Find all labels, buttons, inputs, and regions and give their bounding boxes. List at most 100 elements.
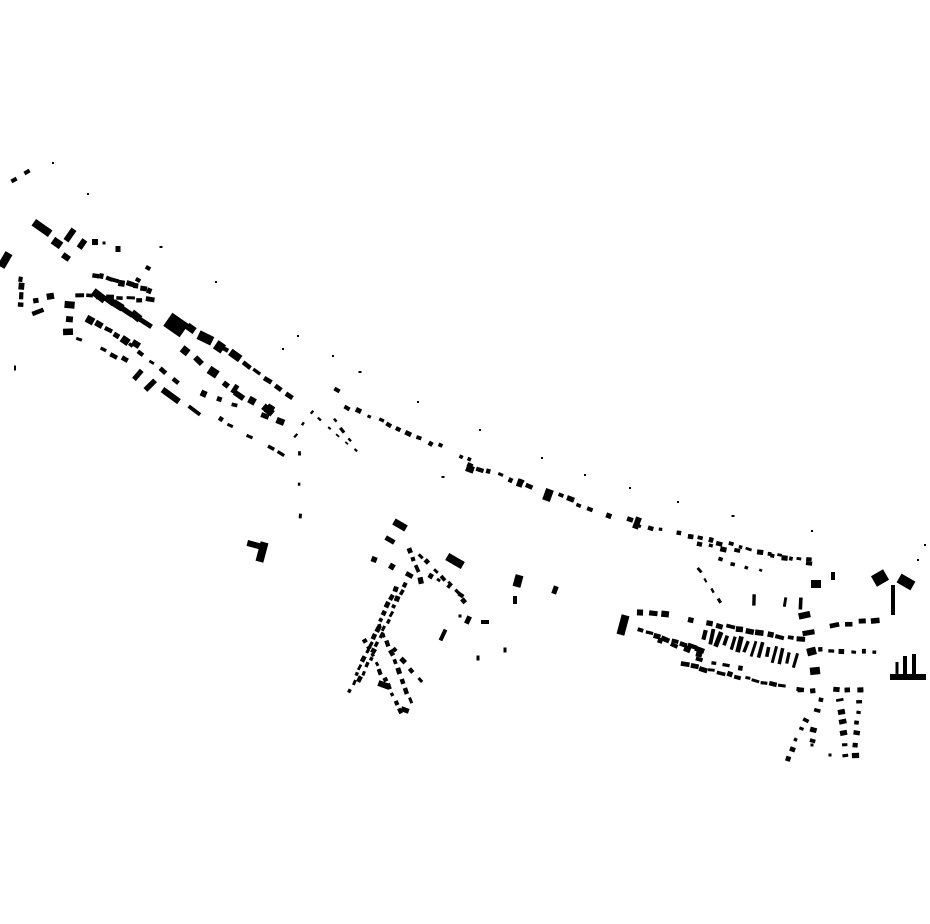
building — [384, 535, 396, 545]
building — [392, 658, 398, 665]
building — [14, 365, 16, 371]
building — [722, 662, 730, 668]
building — [361, 670, 366, 677]
building — [745, 675, 751, 680]
building — [65, 316, 74, 323]
building — [737, 665, 743, 671]
building — [856, 699, 863, 704]
building — [858, 618, 866, 624]
building — [399, 678, 406, 685]
building — [417, 676, 424, 684]
building — [87, 193, 89, 195]
building — [713, 631, 724, 648]
building — [725, 623, 736, 630]
building — [376, 668, 383, 676]
building — [401, 581, 408, 589]
building — [793, 737, 798, 742]
building — [136, 349, 145, 357]
building — [395, 667, 403, 675]
building — [626, 516, 634, 523]
building — [680, 661, 690, 668]
building — [297, 482, 301, 486]
building — [300, 421, 305, 426]
building — [660, 610, 670, 618]
building — [378, 417, 385, 423]
building — [158, 366, 168, 375]
building — [98, 272, 104, 280]
building — [335, 433, 340, 438]
building — [267, 444, 276, 452]
building — [809, 726, 818, 734]
building — [856, 710, 861, 715]
building — [391, 603, 397, 609]
building — [62, 328, 74, 336]
building — [132, 282, 139, 289]
building — [645, 630, 654, 636]
building — [744, 565, 749, 570]
building — [557, 492, 565, 498]
building — [103, 326, 114, 334]
building — [378, 617, 384, 623]
building — [475, 466, 485, 474]
building — [809, 738, 816, 744]
building — [10, 176, 18, 184]
building — [196, 330, 215, 346]
building — [76, 238, 88, 250]
building — [782, 597, 788, 607]
building — [276, 450, 286, 458]
building — [112, 331, 121, 340]
building — [23, 168, 31, 176]
building — [616, 614, 630, 636]
building — [394, 426, 402, 433]
building — [696, 566, 703, 574]
building — [687, 616, 695, 624]
building — [632, 516, 642, 530]
building — [415, 435, 422, 441]
building — [393, 595, 401, 603]
building — [366, 414, 372, 419]
building — [637, 627, 644, 633]
building — [735, 626, 744, 633]
building — [481, 620, 489, 624]
building — [116, 296, 123, 300]
building — [829, 622, 840, 629]
building — [364, 661, 370, 668]
building — [735, 635, 744, 653]
building — [102, 241, 106, 245]
building — [260, 412, 270, 420]
building — [64, 300, 75, 309]
building — [719, 546, 728, 553]
building — [410, 556, 416, 562]
building — [870, 617, 880, 624]
building — [690, 663, 700, 670]
building — [347, 688, 352, 694]
building — [742, 640, 750, 653]
building — [586, 506, 594, 513]
building — [802, 717, 810, 724]
building — [764, 646, 771, 658]
building — [385, 618, 391, 625]
building — [354, 671, 359, 677]
building — [63, 227, 77, 243]
building — [458, 614, 462, 618]
building — [356, 663, 363, 671]
building — [94, 319, 104, 329]
building — [377, 680, 391, 690]
building — [454, 588, 461, 595]
building — [838, 648, 845, 655]
building — [433, 568, 439, 574]
building — [716, 597, 722, 604]
building — [818, 697, 824, 703]
building — [31, 307, 45, 317]
building — [605, 512, 613, 520]
building — [436, 577, 441, 583]
building — [524, 482, 534, 490]
building — [338, 426, 346, 434]
building — [46, 292, 55, 300]
building — [298, 451, 301, 456]
building — [777, 683, 786, 688]
building — [805, 560, 813, 566]
building — [361, 638, 368, 644]
building — [705, 620, 714, 627]
building — [857, 687, 864, 693]
